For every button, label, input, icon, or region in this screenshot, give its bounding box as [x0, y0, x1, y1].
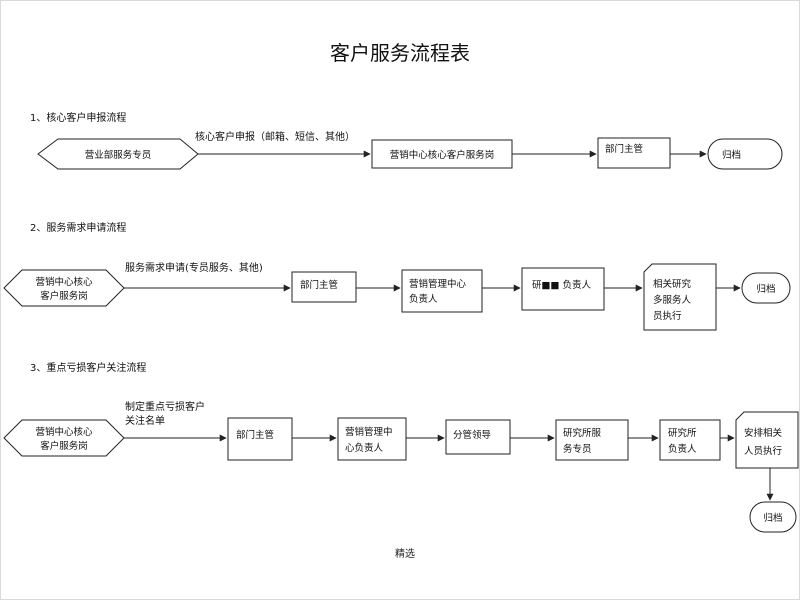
s2-node-5: 相关研究 多服务人 员执行	[643, 263, 717, 331]
section-3-note-2: 关注名单	[125, 414, 165, 427]
page-title: 客户服务流程表	[330, 41, 470, 65]
s2-node-2-label: 部门主管	[300, 279, 338, 291]
s3-node-7-label-1: 安排相关	[744, 427, 783, 439]
s3-node-6-label-1: 研究所	[668, 427, 697, 439]
s3-node-3: 营销管理中 心负责人	[337, 417, 407, 461]
s2-node-3: 营销管理中心 负责人	[401, 269, 483, 313]
s3-node-6: 研究所 负责人	[659, 419, 721, 461]
s3-node-5-label-2: 务专员	[563, 443, 592, 455]
s1-node-3-label: 部门主管	[605, 143, 643, 155]
s1-node-4: 归档	[707, 138, 783, 170]
s3-node-8: 归档	[749, 501, 797, 533]
section-3-heading: 3、重点亏损客户关注流程	[30, 361, 146, 374]
s2-node-4: 研■■ 负责人	[521, 267, 605, 311]
s1-node-3: 部门主管	[597, 137, 671, 169]
s2-node-3-label-1: 营销管理中心	[409, 278, 467, 290]
s2-node-1-label-2: 客户服务岗	[40, 290, 88, 302]
s3-node-2-label: 部门主管	[236, 429, 274, 441]
section-3-note-1: 制定重点亏损客户	[125, 400, 205, 413]
s1-node-1-label: 营业部服务专员	[85, 149, 152, 161]
footer-text: 精选	[395, 547, 415, 560]
section-1-heading: 1、核心客户申报流程	[30, 111, 126, 124]
s2-node-1-label-1: 营销中心核心	[35, 276, 93, 288]
s3-node-2: 部门主管	[227, 417, 293, 461]
s3-node-4: 分管领导	[445, 419, 511, 455]
s1-node-4-label: 归档	[722, 149, 741, 161]
section-2-heading: 2、服务需求申请流程	[30, 221, 126, 234]
s3-node-5-label-1: 研究所服	[563, 427, 602, 439]
s2-node-3-label-2: 负责人	[409, 293, 438, 305]
s2-node-5-label-3: 员执行	[653, 310, 682, 322]
s3-node-7-label-2: 人员执行	[744, 445, 783, 457]
section-1-note: 核心客户申报（邮箱、短信、其他）	[195, 130, 355, 143]
s3-node-4-label: 分管领导	[453, 429, 491, 441]
s3-node-1: 营销中心核心 客户服务岗	[3, 419, 125, 457]
s2-node-4-label: 研■■ 负责人	[532, 279, 591, 291]
s2-node-5-label-1: 相关研究	[653, 278, 692, 290]
s2-node-2: 部门主管	[291, 271, 357, 303]
s2-node-6: 归档	[741, 272, 791, 304]
s3-node-5: 研究所服 务专员	[555, 419, 629, 461]
s3-node-3-label-2: 心负责人	[345, 442, 384, 454]
s2-node-5-label-2: 多服务人	[653, 294, 692, 306]
s1-node-2-label: 营销中心核心客户服务岗	[390, 149, 495, 161]
s2-node-6-label: 归档	[756, 283, 775, 295]
s1-node-2: 营销中心核心客户服务岗	[371, 139, 513, 169]
s1-node-1: 营业部服务专员	[37, 138, 199, 170]
s3-node-1-label-1: 营销中心核心	[35, 426, 93, 438]
s3-node-1-label-2: 客户服务岗	[40, 440, 88, 452]
s3-node-7: 安排相关 人员执行	[735, 411, 799, 469]
s2-node-1: 营销中心核心 客户服务岗	[3, 269, 125, 307]
s3-node-8-label: 归档	[763, 512, 782, 524]
s3-node-6-label-2: 负责人	[668, 443, 697, 455]
section-2-note: 服务需求申请(专员服务、其他)	[125, 261, 263, 274]
s3-node-3-label-1: 营销管理中	[345, 426, 393, 438]
